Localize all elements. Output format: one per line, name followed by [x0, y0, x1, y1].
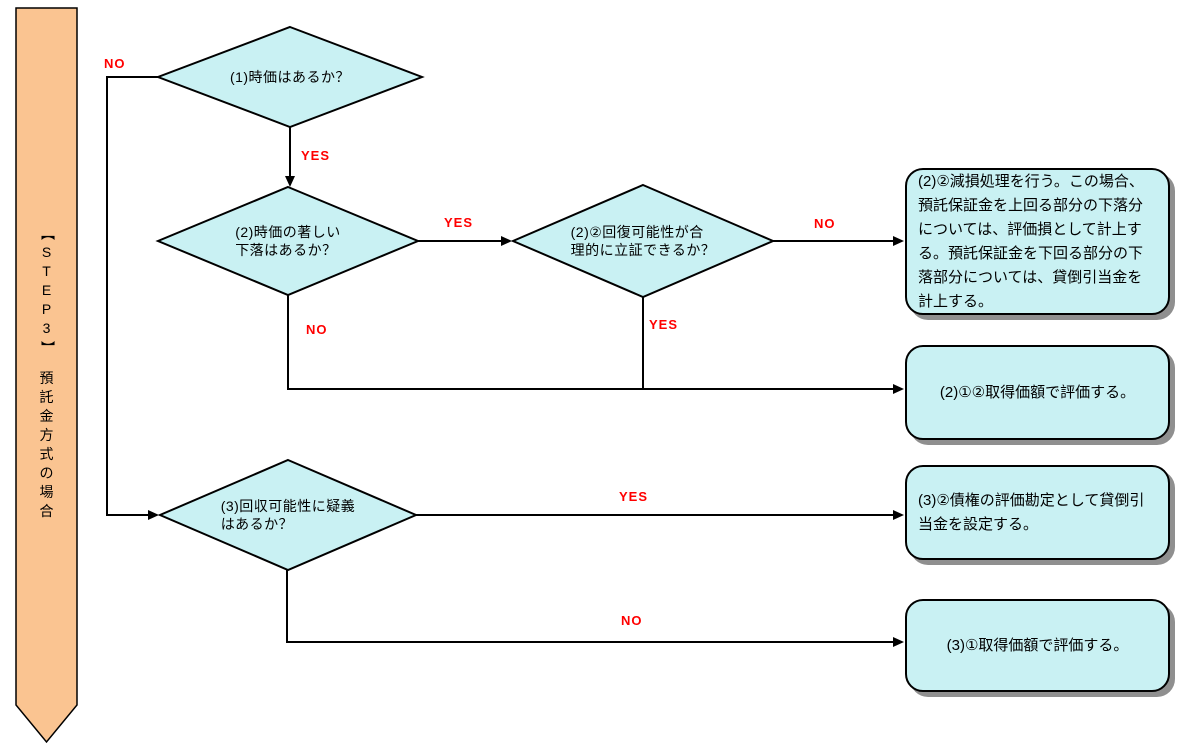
banner-char: 【: [39, 226, 55, 241]
decision-has-market-price: [155, 25, 425, 129]
decision-d3-text: (2)②回復可能性が合 理的に立証できるか？: [570, 224, 716, 258]
decision-significant-decline: [155, 185, 421, 297]
decision-d1-text: (1)時価はあるか？: [229, 69, 351, 85]
connector-d2-no: [287, 295, 893, 390]
banner-char: 合: [39, 503, 54, 519]
banner-char: 】: [39, 340, 55, 355]
result-box-acquisition-cost-2-text: (2)①②取得価額で評価する。: [939, 383, 1136, 401]
step-banner-label: 【 S T E P 3 】 預 託 金 方 式 の 場 合: [16, 224, 77, 521]
arrowhead-d1-no: [148, 510, 159, 520]
decision-d4-text: (3)回収可能性に疑義 はあるか？: [220, 498, 356, 532]
banner-char: 預: [39, 370, 54, 386]
edge-label-d3-no: NO: [814, 216, 836, 231]
banner-char: 方: [39, 427, 54, 443]
edge-label-d4-no: NO: [621, 613, 643, 628]
arrowhead-d3-no: [893, 236, 904, 246]
banner-char: 3: [42, 320, 51, 336]
decision-d4-label: (3)回収可能性に疑義 はあるか？: [160, 460, 416, 570]
result-box-allowance-text: (3)②債権の評価勘定として貸倒引当金を設定する。: [918, 491, 1145, 533]
edge-label-d1-yes: YES: [301, 148, 331, 163]
edge-label-d1-no: NO: [104, 56, 126, 71]
banner-char: の: [39, 465, 54, 481]
decision-collectability-doubt: [157, 458, 419, 572]
banner-char: E: [41, 282, 52, 298]
arrowhead-d4-no: [893, 637, 904, 647]
decision-d2-label: (2)時価の著しい 下落はあるか？: [158, 187, 418, 295]
edge-label-d2-yes: YES: [444, 215, 474, 230]
result-box-impairment: (2)②減損処理を行う。この場合、預託保証金を上回る部分の下落分については、評価…: [905, 168, 1170, 315]
decision-d2-text: (2)時価の著しい 下落はあるか？: [235, 224, 341, 258]
banner-char: 式: [39, 446, 54, 462]
edge-label-d2-no: NO: [306, 322, 328, 337]
result-box-acquisition-cost-3: (3)①取得価額で評価する。: [905, 599, 1170, 692]
banner-char: S: [41, 244, 52, 260]
step-banner-shape: [15, 7, 78, 744]
arrowhead-d2-yes: [501, 236, 512, 246]
result-box-acquisition-cost-3-text: (3)①取得価額で評価する。: [946, 636, 1129, 654]
decision-recoverability-provable: [510, 183, 776, 299]
banner-char: 託: [39, 389, 54, 405]
result-box-acquisition-cost-2: (2)①②取得価額で評価する。: [905, 345, 1170, 440]
connector-d1-no: [106, 76, 158, 516]
banner-char: T: [42, 263, 51, 279]
connector-d4-no: [286, 570, 893, 643]
arrowhead-d1-yes: [285, 176, 295, 187]
banner-char: P: [41, 301, 52, 317]
result-box-impairment-text: (2)②減損処理を行う。この場合、預託保証金を上回る部分の下落分については、評価…: [918, 172, 1144, 310]
arrowhead-d4-yes: [893, 510, 904, 520]
decision-d3-label: (2)②回復可能性が合 理的に立証できるか？: [513, 185, 773, 297]
banner-char: 金: [39, 408, 54, 424]
edge-label-d4-yes: YES: [619, 489, 649, 504]
edge-label-d3-yes: YES: [649, 317, 679, 332]
banner-char: 場: [39, 484, 54, 500]
decision-d1-label: (1)時価はあるか？: [158, 27, 422, 127]
arrowhead-d2-no: [893, 384, 904, 394]
result-box-allowance: (3)②債権の評価勘定として貸倒引当金を設定する。: [905, 465, 1170, 560]
